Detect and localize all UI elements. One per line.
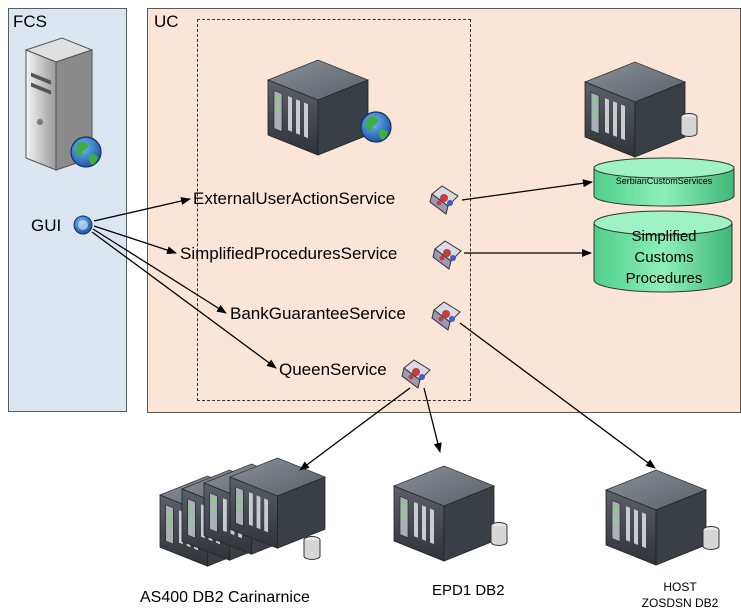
simplified-customs-procedures-store	[593, 210, 733, 293]
serbian-custom-services-label: SerbianCustomServices	[615, 176, 713, 186]
gui-globe-icon	[73, 215, 93, 235]
arrow-queen-as400	[299, 387, 411, 471]
external-user-action-service-icon	[429, 185, 459, 215]
application-server-icon	[267, 59, 369, 156]
arrow-external-serbian	[461, 179, 593, 201]
simplified-customs-procedures-label: Simplified Customs Procedures	[625, 228, 703, 287]
arrow-gui-queen	[91, 231, 277, 369]
service-label-simplified-procedures: SimplifiedProceduresService	[180, 244, 398, 263]
host-db-label-line1: HOST	[663, 580, 697, 594]
uc-zone-title: UC	[154, 12, 179, 31]
host-db-label-line2: ZOSDSN DB2	[641, 596, 719, 610]
bank-guarantee-service-icon	[431, 301, 461, 331]
service-label-queen: QueenService	[279, 360, 387, 379]
fcs-zone-title: FCS	[13, 12, 47, 31]
gui-label: GUI	[31, 216, 62, 235]
connection-arrows	[91, 179, 656, 471]
arrow-bank-host	[459, 322, 656, 469]
db-server-database-icon	[680, 113, 698, 137]
as400-server-stack-icon	[159, 457, 326, 567]
arrow-gui-simplified	[93, 225, 177, 254]
epd1-db-label: EPD1 DB2	[432, 582, 505, 599]
service-label-external-user-action: ExternalUserActionService	[193, 189, 396, 208]
fcs-web-server-icon	[24, 37, 102, 171]
serbian-custom-services-store	[593, 157, 735, 207]
arrow-gui-bank	[92, 228, 227, 314]
service-label-bank-guarantee: BankGuaranteeService	[230, 304, 406, 323]
arrow-queen-epd1	[423, 387, 442, 453]
simplified-procedures-service-icon	[432, 240, 462, 270]
db-server-icon	[584, 61, 686, 158]
queen-service-icon	[401, 359, 431, 389]
arrow-gui-external	[93, 197, 191, 222]
host-server-icon	[605, 469, 720, 566]
application-server-globe-icon	[360, 111, 392, 143]
as400-db-label: AS400 DB2 Carinarnice	[140, 589, 310, 606]
service-group-box	[197, 19, 471, 401]
epd1-server-icon	[393, 465, 508, 562]
